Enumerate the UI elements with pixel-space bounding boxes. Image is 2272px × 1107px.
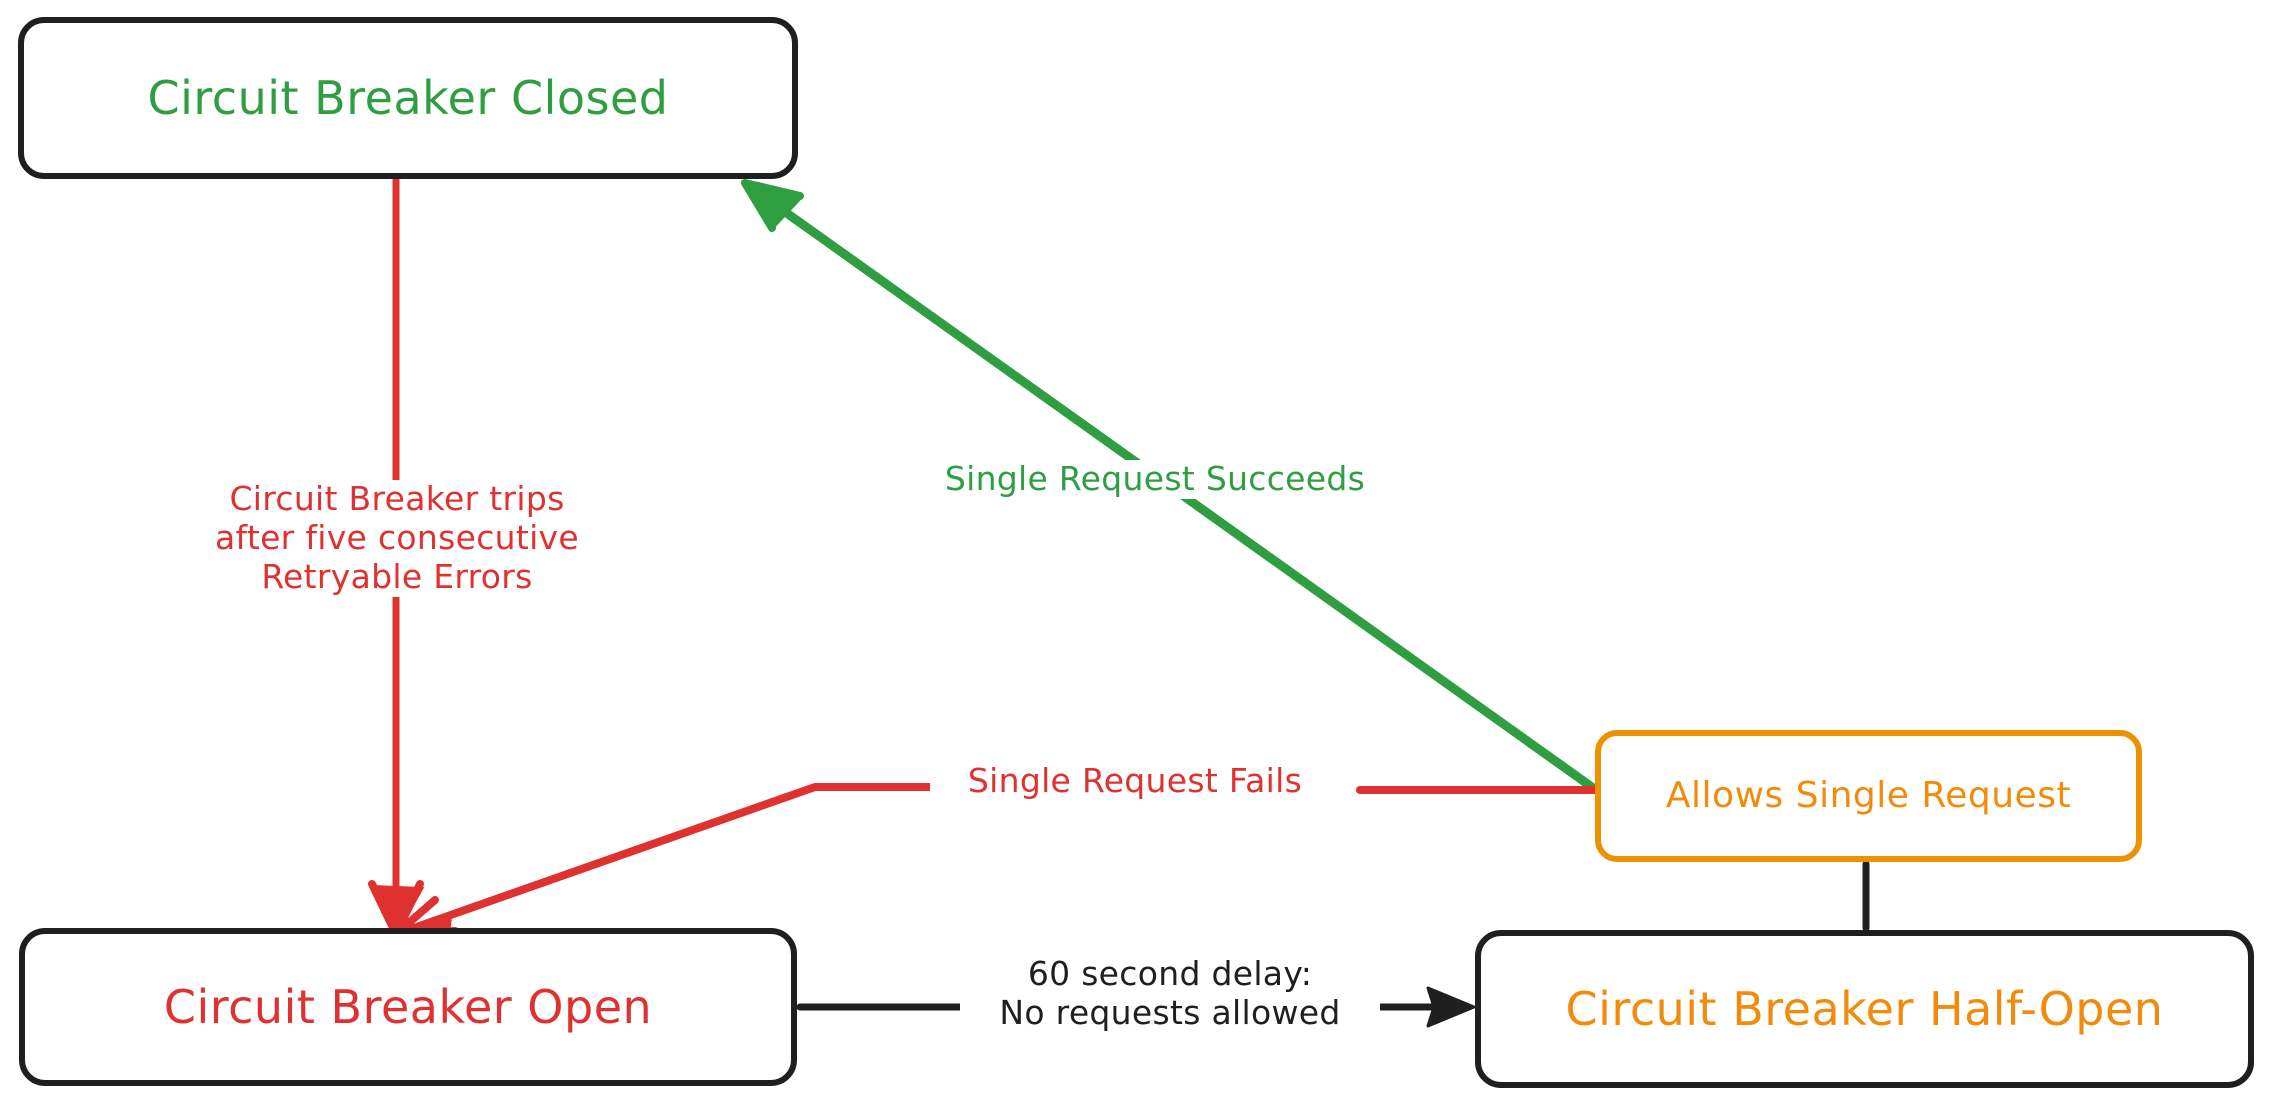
node-label-half-open: Circuit Breaker Half-Open bbox=[1565, 982, 2164, 1036]
edge-label-single-request-succeeds: Single Request Succeeds bbox=[910, 459, 1400, 499]
node-circuit-breaker-open[interactable]: Circuit Breaker Open bbox=[19, 928, 797, 1086]
node-circuit-breaker-closed[interactable]: Circuit Breaker Closed bbox=[18, 17, 798, 179]
node-label-closed: Circuit Breaker Closed bbox=[147, 71, 669, 125]
edge-label-sixty-second-delay: 60 second delay: No requests allowed bbox=[960, 954, 1380, 1033]
edge-label-single-request-fails: Single Request Fails bbox=[930, 761, 1340, 801]
node-label-open: Circuit Breaker Open bbox=[163, 980, 653, 1034]
edge-allows-to-open bbox=[388, 783, 1600, 947]
node-allows-single-request[interactable]: Allows Single Request bbox=[1595, 730, 2142, 862]
edge-open-to-halfopen bbox=[796, 986, 1476, 1028]
node-circuit-breaker-half-open[interactable]: Circuit Breaker Half-Open bbox=[1475, 930, 2254, 1088]
node-label-allows-single-request: Allows Single Request bbox=[1665, 775, 2072, 816]
edge-label-circuit-breaker-trips: Circuit Breaker trips after five consecu… bbox=[182, 479, 612, 597]
